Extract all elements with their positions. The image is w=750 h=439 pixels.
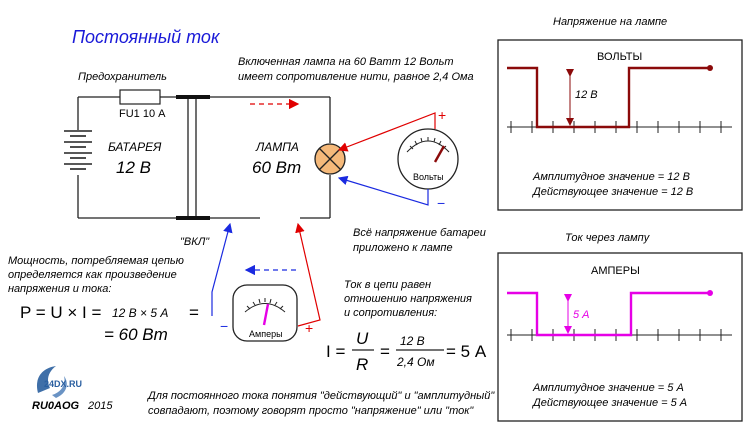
ohm-note-line3: и сопротивления:	[344, 307, 437, 319]
lamp-label: ЛАМПА	[255, 140, 299, 154]
battery-note-line1: Всё напряжение батареи	[353, 227, 486, 239]
voltage-amplitude: Амплитудное значение = 12 В	[532, 171, 690, 183]
ohm-note-line2: отношению напряжения	[344, 293, 472, 305]
bottom-note-line2: совпадают, поэтому говорят просто "напря…	[148, 405, 474, 417]
power-formula-eq: =	[189, 303, 199, 322]
current-panel-label: АМПЕРЫ	[591, 265, 640, 277]
page-title: Постоянный ток	[72, 27, 221, 47]
voltage-panel-label: ВОЛЬТЫ	[597, 51, 642, 63]
power-note-line2: определяется как произведение	[8, 269, 177, 281]
bottom-note-line1: Для постоянного тока понятия "действующи…	[146, 390, 495, 402]
ohm-formula-num: U	[356, 329, 369, 348]
voltage-panel-caption: Напряжение на лампе	[553, 16, 667, 28]
ammeter-red-lead	[295, 222, 321, 327]
ohm-note-line1: Ток в цепи равен	[344, 279, 431, 291]
voltage-effective: Действующее значение = 12 В	[531, 186, 693, 198]
fuse-icon	[119, 89, 161, 105]
power-formula-values: 12 В × 5 А	[112, 306, 168, 320]
ammeter-icon	[232, 284, 298, 342]
current-effective: Действующее значение = 5 А	[531, 397, 687, 409]
ohm-formula-den: R	[356, 355, 368, 374]
lamp-note-line1: Включенная лампа на 60 Ватт 12 Вольт	[238, 56, 454, 68]
power-formula-left: P = U × I =	[20, 303, 102, 322]
current-panel-caption: Ток через лампу	[565, 232, 651, 244]
voltage-panel: ВОЛЬТЫ 12 В Амплитудное значение = 12 В …	[497, 39, 743, 211]
ammeter-plus: +	[305, 320, 313, 336]
logo-year: 2015	[87, 400, 113, 412]
logo-site: 24DX.RU	[44, 379, 82, 389]
fuse-label: Предохранитель	[78, 71, 167, 83]
power-note-line3: напряжения и тока:	[8, 283, 111, 295]
current-panel: АМПЕРЫ 5 А Амплитудное значение = 5 А Де…	[497, 252, 743, 422]
power-note-line1: Мощность, потребляемая цепью	[8, 255, 184, 267]
battery-note-line2: приложено к лампе	[353, 242, 453, 254]
ohm-formula-eq1: =	[380, 342, 390, 361]
ohm-formula-i: I =	[326, 342, 345, 361]
battery-icon	[64, 130, 92, 170]
voltmeter-label: Вольты	[413, 172, 444, 182]
ohm-formula-num2: 12 В	[400, 334, 425, 348]
battery-label: БАТАРЕЯ	[108, 140, 162, 154]
lamp-power: 60 Вт	[252, 158, 301, 177]
ammeter-label: Амперы	[249, 329, 283, 339]
ammeter-minus: −	[220, 318, 228, 334]
voltage-trace	[507, 66, 710, 129]
voltmeter-icon	[397, 128, 459, 190]
lamp-note-line2: имеет сопротивление нити, равное 2,4 Ома	[238, 71, 474, 83]
voltmeter-plus: +	[438, 107, 446, 123]
ammeter-blue-lead	[211, 222, 233, 316]
ohm-formula-result: = 5 А	[446, 342, 487, 361]
voltmeter-minus: −	[437, 195, 445, 211]
battery-voltage: 12 В	[116, 158, 151, 177]
current-amplitude: Амплитудное значение = 5 А	[532, 382, 684, 394]
voltage-marker: 12 В	[575, 89, 598, 101]
switch-label: "ВКЛ"	[180, 236, 210, 248]
logo-author: RU0AOG	[32, 400, 80, 412]
site-logo-icon	[36, 366, 67, 398]
ohm-formula-den2: 2,4 Ом	[396, 355, 435, 369]
current-marker: 5 А	[573, 309, 590, 321]
current-trace	[507, 291, 710, 337]
voltmeter-blue-lead	[337, 175, 429, 206]
fuse-name: FU1 10 А	[119, 108, 166, 120]
power-formula-result: = 60 Вт	[104, 325, 168, 344]
voltmeter-red-lead	[337, 112, 436, 152]
